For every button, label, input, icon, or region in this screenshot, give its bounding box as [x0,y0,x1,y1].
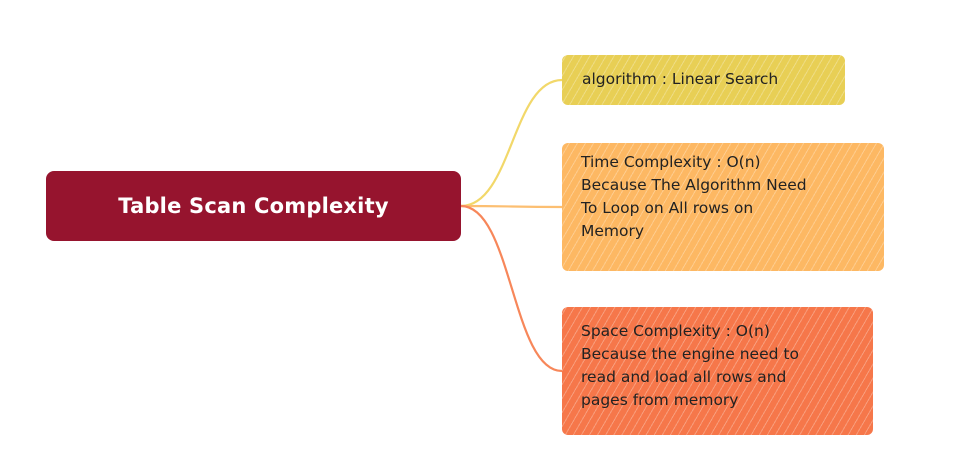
branch-node-space-complexity[interactable]: Space Complexity : O(n) Because the engi… [562,307,873,435]
branch-node-algorithm[interactable]: algorithm : Linear Search [562,55,845,105]
branch-text-line: Because the engine need to [581,345,799,363]
root-topic-label: Table Scan Complexity [118,194,389,218]
branch-text-line: algorithm : Linear Search [582,70,779,88]
branch-text-line: pages from memory [581,391,739,409]
root-topic-node[interactable]: Table Scan Complexity [46,171,461,241]
connector-space-complexity [459,204,564,373]
connector-algorithm [459,78,564,208]
connector-time-complexity [459,204,564,209]
branch-text-line: Memory [581,222,645,240]
branch-text-line: Because The Algorithm Need [581,176,807,194]
branch-text-line: Space Complexity : O(n) [581,322,770,340]
branch-node-time-complexity[interactable]: Time Complexity : O(n) Because The Algor… [562,143,884,271]
branch-text-line: Time Complexity : O(n) [581,153,761,171]
branch-text-line: read and load all rows and [581,368,787,386]
branch-text-line: To Loop on All rows on [581,199,754,217]
